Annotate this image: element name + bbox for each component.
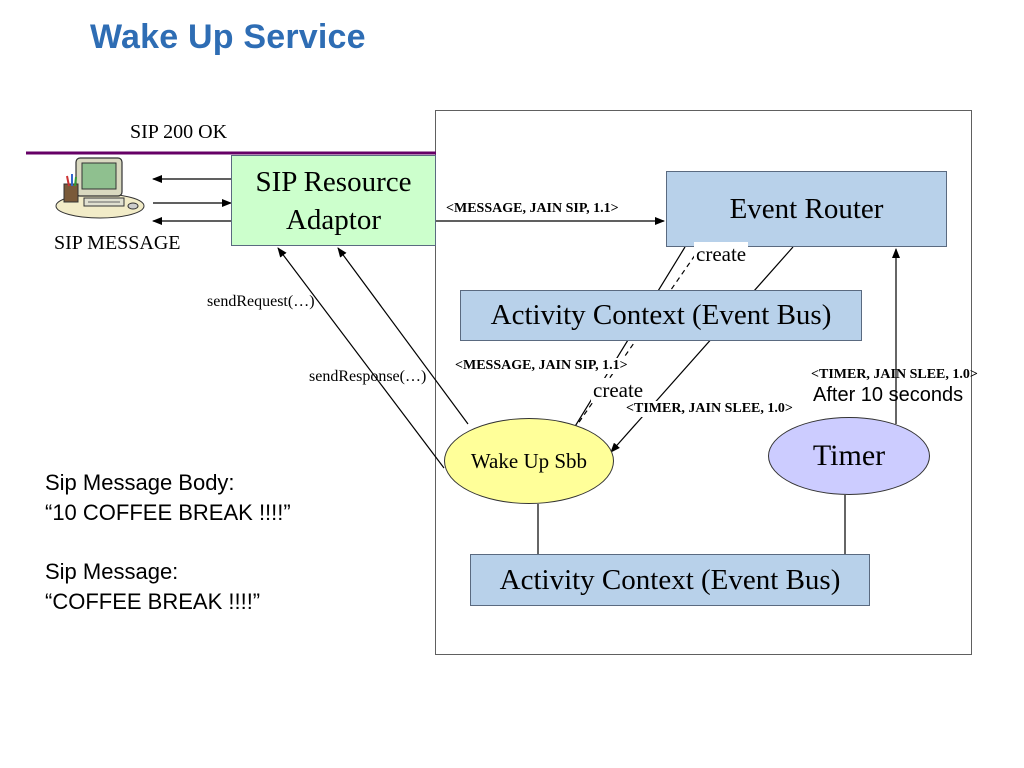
arrow-router-to-sbb-timer	[610, 246, 794, 453]
message-value: “COFFEE BREAK !!!!”	[45, 589, 261, 614]
timer-ellipse: Timer	[768, 417, 930, 495]
arrow-send-response	[337, 247, 469, 425]
message-heading: Sip Message:	[45, 559, 179, 584]
create-label-mid: create	[591, 378, 646, 403]
activity-context-top-box: Activity Context (Event Bus)	[460, 290, 862, 341]
arrow-router-to-sbb-message	[562, 246, 686, 447]
create-label-top: create	[694, 242, 749, 267]
sip-message-body-note: Sip Message Body: “10 COFFEE BREAK !!!!”	[45, 468, 291, 528]
arrow-create-dashed	[567, 247, 701, 439]
sip-message-note: Sip Message: “COFFEE BREAK !!!!”	[45, 557, 260, 617]
send-request-label: sendRequest(…)	[207, 293, 315, 310]
timer-event-label-right: <TIMER, JAIN SLEE, 1.0>	[811, 367, 978, 382]
activity-context-bottom-box: Activity Context (Event Bus)	[470, 554, 870, 606]
after-10-seconds-label: After 10 seconds	[813, 384, 964, 406]
sip-message-label: SIP MESSAGE	[54, 232, 181, 254]
computer-user-icon	[55, 157, 145, 219]
slide-title: Wake Up Service	[90, 18, 366, 56]
message-event-label-mid: <MESSAGE, JAIN SIP, 1.1>	[455, 358, 628, 374]
wake-up-sbb-ellipse: Wake Up Sbb	[444, 418, 614, 504]
body-value: “10 COFFEE BREAK !!!!”	[45, 500, 291, 525]
arrow-send-request	[277, 247, 445, 469]
sip-resource-adaptor-box: SIP Resource Adaptor	[231, 155, 436, 246]
timer-event-label-mid: <TIMER, JAIN SLEE, 1.0>	[626, 401, 793, 417]
body-heading: Sip Message Body:	[45, 470, 235, 495]
event-router-box: Event Router	[666, 171, 947, 247]
send-response-label: sendResponse(…)	[309, 368, 427, 385]
sip-200-ok-label: SIP 200 OK	[130, 121, 228, 143]
service-container-frame	[435, 110, 972, 655]
message-event-label-top: <MESSAGE, JAIN SIP, 1.1>	[446, 201, 619, 216]
